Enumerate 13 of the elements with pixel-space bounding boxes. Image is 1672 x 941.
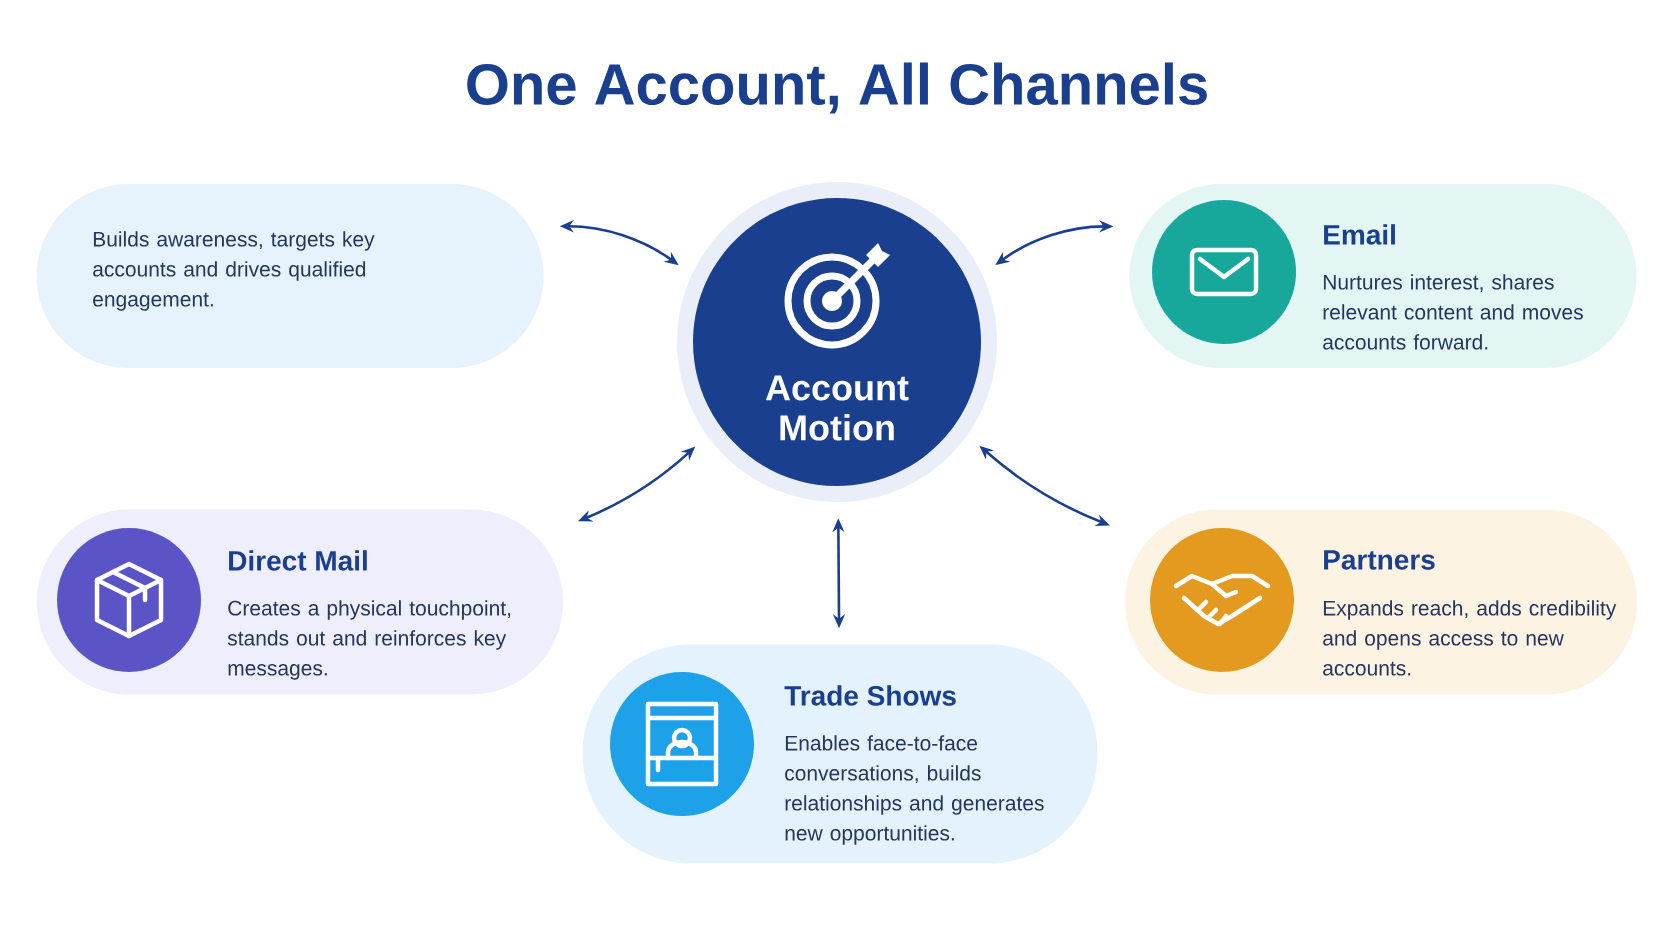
card-heading: Trade Shows [784, 685, 956, 706]
card-text: Enables face-to-face conversations, builds relationships and generates new opportunities. [785, 735, 1044, 845]
card-heading: Partners [1324, 550, 1435, 570]
hub-label: Account Motion [765, 375, 909, 441]
title: One Account, All Channels [467, 62, 1207, 114]
hub-circle [677, 182, 997, 502]
channel-card [36, 184, 544, 368]
card-heading: Direct Mail [229, 550, 367, 571]
card-text: Builds awareness, targets key accounts and drives qualified engagement. [93, 231, 375, 311]
card-heading: Email [1324, 224, 1395, 245]
card-text: Creates a physical touchpoint, stands out and reinforces key messages. [227, 600, 511, 680]
card-text: Expands reach, adds credibility and opens access to new accounts. [1323, 600, 1617, 676]
card-text: Nurtures interest, shares relevant content and moves accounts forward. [1323, 274, 1583, 350]
